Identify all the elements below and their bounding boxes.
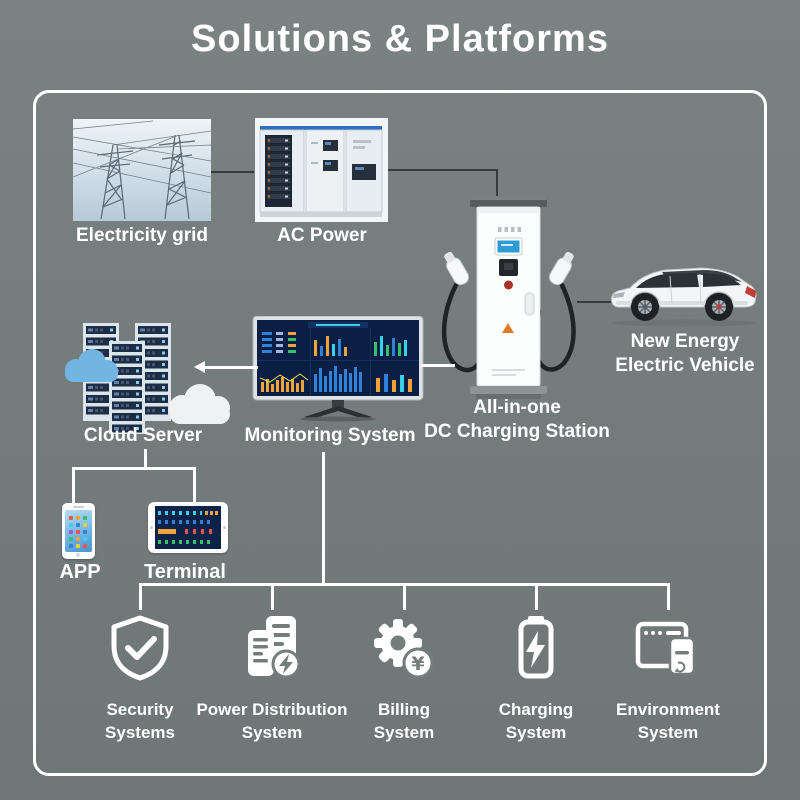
- system-label-line2: System: [241, 723, 303, 742]
- connector-grid-to-acpower: [211, 171, 254, 173]
- tablet-button: [223, 526, 226, 529]
- arrow-left-icon: [194, 361, 205, 373]
- electric-suv-illustration: [611, 267, 757, 327]
- system-label-line2: System: [373, 723, 435, 742]
- app-label: APP: [59, 561, 101, 583]
- app-icons-grid: [69, 516, 73, 520]
- system-label-line1: Security: [106, 700, 174, 719]
- shield-check-icon: [111, 615, 169, 681]
- tablet-screen: [155, 506, 221, 549]
- billing-gear-yen-icon: ¥: [374, 619, 434, 679]
- terminal-label: Terminal: [144, 561, 226, 583]
- system-item-environment: Environment System: [583, 612, 753, 744]
- vehicle-label-line1: New Energy: [630, 331, 740, 352]
- connector-drop-environment: [667, 583, 670, 610]
- charging-station-label-line1: All-in-one: [473, 397, 561, 418]
- power-distribution-icon: [248, 616, 301, 679]
- system-label-line2: System: [505, 723, 567, 742]
- connector-drop-security: [139, 583, 142, 610]
- system-label-line1: Power Distribution: [196, 700, 348, 719]
- tablet-illustration: [148, 502, 228, 553]
- connector-acpower-to-station-v: [496, 169, 498, 196]
- dc-charging-station-illustration: [441, 197, 576, 399]
- blue-cloud: [65, 349, 118, 382]
- system-label-line2: System: [637, 723, 699, 742]
- connector-drop-billing: [403, 583, 406, 610]
- system-item-billing: ¥ Billing System: [319, 612, 489, 744]
- vehicle-label-line2: Electric Vehicle: [615, 355, 755, 376]
- system-label-line1: Charging: [498, 700, 574, 719]
- cloud-server-label: Cloud Server: [83, 425, 203, 446]
- charging-gun-right: [549, 251, 574, 286]
- connector-drop-distribution: [271, 583, 274, 610]
- content-frame-border: [33, 90, 767, 776]
- system-item-charging: Charging System: [451, 612, 621, 744]
- monitoring-system-label: Monitoring System: [244, 425, 416, 446]
- system-label-line1: Environment: [616, 700, 720, 719]
- svg-text:¥: ¥: [411, 653, 424, 675]
- connector-cloud-down: [144, 449, 147, 469]
- connector-monitor-down: [322, 452, 325, 585]
- cloud-server-illustration: [65, 318, 230, 434]
- electricity-grid-label: Electricity grid: [76, 225, 208, 246]
- system-label-line2: Systems: [105, 723, 175, 742]
- charging-gun-left: [444, 251, 469, 286]
- connector-cloud-branch: [72, 467, 196, 470]
- charging-station-label-line2: DC Charging Station: [424, 421, 610, 442]
- environment-window-icon: [635, 621, 696, 676]
- phone-home-button: [76, 553, 80, 557]
- monitoring-dashboard-illustration: [252, 316, 424, 422]
- smartphone-illustration: [62, 503, 95, 559]
- connector-monitor-to-cloud: [205, 366, 258, 369]
- phone-speaker: [73, 506, 84, 508]
- white-cloud: [169, 384, 230, 424]
- charging-battery-icon: [518, 616, 554, 679]
- connector-to-app: [72, 467, 75, 504]
- connector-drop-charging: [535, 583, 538, 610]
- station-emergency-button: [504, 280, 513, 290]
- connector-to-terminal: [193, 467, 196, 503]
- system-label-line1: Billing: [378, 700, 430, 719]
- tablet-camera: [150, 526, 153, 529]
- phone-screen: [65, 510, 92, 552]
- switchgear-cabinet-photo: [255, 118, 388, 222]
- page-title: Solutions & Platforms: [191, 18, 609, 60]
- system-item-power-distribution: Power Distribution System: [187, 612, 357, 744]
- connector-monitor-to-station: [421, 364, 455, 367]
- power-grid-photo: [73, 119, 211, 221]
- connector-acpower-to-station-h: [388, 169, 498, 171]
- ac-power-label: AC Power: [277, 225, 367, 246]
- connector-station-to-vehicle: [577, 301, 611, 303]
- system-item-security: Security Systems: [55, 612, 225, 744]
